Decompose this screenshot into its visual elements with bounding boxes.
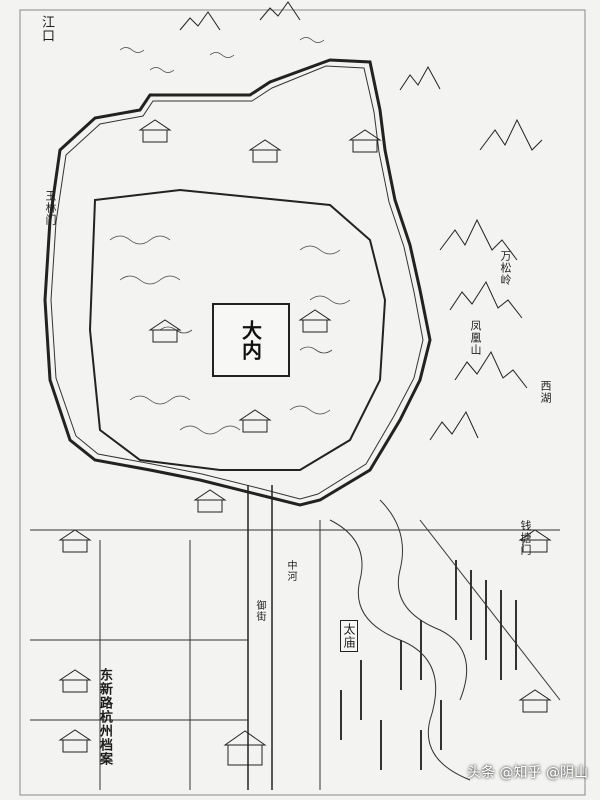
watermark-text: 头条 @知乎 @阴山 <box>467 765 588 781</box>
place-label-zhonghe: 中河 <box>285 560 296 582</box>
place-label-east-street: 东新路杭州档案 <box>97 668 112 766</box>
place-label-yulin: 玉林门 <box>44 190 57 226</box>
palace-enclosure <box>88 188 387 471</box>
city-wall <box>43 58 432 507</box>
place-label-qiantang: 钱塘门 <box>519 520 532 556</box>
place-label-xihu: 西湖 <box>539 380 552 404</box>
imperial-avenue <box>247 485 273 790</box>
place-label-fenghuang: 凤凰山 <box>469 320 482 356</box>
place-label-jiangkou: 江口 <box>39 15 54 43</box>
place-label-wansong: 万松岭 <box>499 250 512 286</box>
place-label-taimiao: 太庙 <box>340 620 358 652</box>
palace-label: 大内 <box>238 320 263 360</box>
palace-label-box: 大内 <box>212 303 290 377</box>
place-label-yujie: 御街 <box>254 600 265 622</box>
